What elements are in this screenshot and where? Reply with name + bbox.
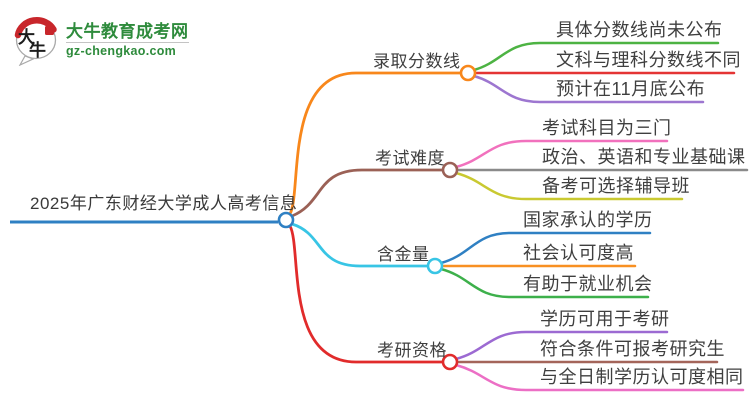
branch-1-child-2-label: 文科与理科分数线不同 [556, 50, 741, 70]
branch-1-node-toggle[interactable] [459, 64, 477, 82]
branch-4-child-2-label: 符合条件可报考研究生 [540, 339, 725, 359]
edge-branch-4-child-1 [454, 330, 669, 361]
branch-2-child-3-label: 备考可选择辅导班 [542, 176, 690, 196]
edge-central-to-branch-2 [290, 168, 445, 218]
branch-1-child-1-label: 具体分数线尚未公布 [556, 20, 723, 40]
logo-seal-icon [45, 26, 54, 35]
edge-branch-2-child-1 [454, 139, 669, 169]
branch-4-node-toggle[interactable] [441, 353, 459, 371]
edge-central-to-branch-3 [290, 222, 430, 268]
central-topic-label: 2025年广东财经大学成人高考信息 [30, 194, 298, 213]
logo-divider [66, 42, 189, 43]
branch-4-label: 考研资格 [377, 341, 447, 360]
site-logo[interactable]: 大 牛 大牛教育成考网 gz-chengkao.com [12, 14, 189, 66]
logo-char-1: 大 [18, 27, 35, 47]
branch-1-child-3-label: 预计在11月底公布 [556, 79, 706, 99]
branch-2-label: 考试难度 [375, 149, 445, 168]
edge-branch-3-child-1 [439, 231, 652, 265]
logo-char-2: 牛 [29, 40, 46, 60]
logo-bubble-icon: 大 牛 [14, 17, 57, 66]
branch-3-child-1-label: 国家承认的学历 [523, 210, 653, 230]
branch-4-child-1-label: 学历可用于考研 [540, 309, 670, 329]
edge-branch-1-child-1 [472, 41, 720, 72]
branch-2-child-2-label: 政治、英语和专业基础课 [542, 147, 746, 167]
edge-branch-1-child-3 [472, 74, 705, 104]
branch-2-child-1-label: 考试科目为三门 [542, 118, 672, 138]
branch-4-child-3-label: 与全日制学历认可度相同 [540, 367, 744, 387]
central-node-toggle[interactable] [277, 211, 295, 229]
edge-branch-4-child-3 [454, 363, 745, 392]
logo-red-cap [14, 17, 57, 39]
logo-site-url[interactable]: gz-chengkao.com [66, 44, 177, 58]
branch-2-node-toggle[interactable] [441, 161, 459, 179]
branch-3-child-2-label: 社会认可度高 [523, 243, 634, 263]
logo-site-name: 大牛教育成考网 [66, 22, 189, 41]
branch-1-label: 录取分数线 [373, 52, 461, 71]
edge-branch-3-child-3 [439, 267, 650, 299]
branch-3-node-toggle[interactable] [426, 257, 444, 275]
branch-3-child-3-label: 有助于就业机会 [523, 274, 653, 294]
edge-central-to-branch-4 [288, 224, 445, 364]
edge-central-to-branch-1 [288, 71, 463, 216]
edge-branch-2-child-3 [454, 171, 684, 201]
branch-3-label: 含金量 [377, 245, 430, 264]
